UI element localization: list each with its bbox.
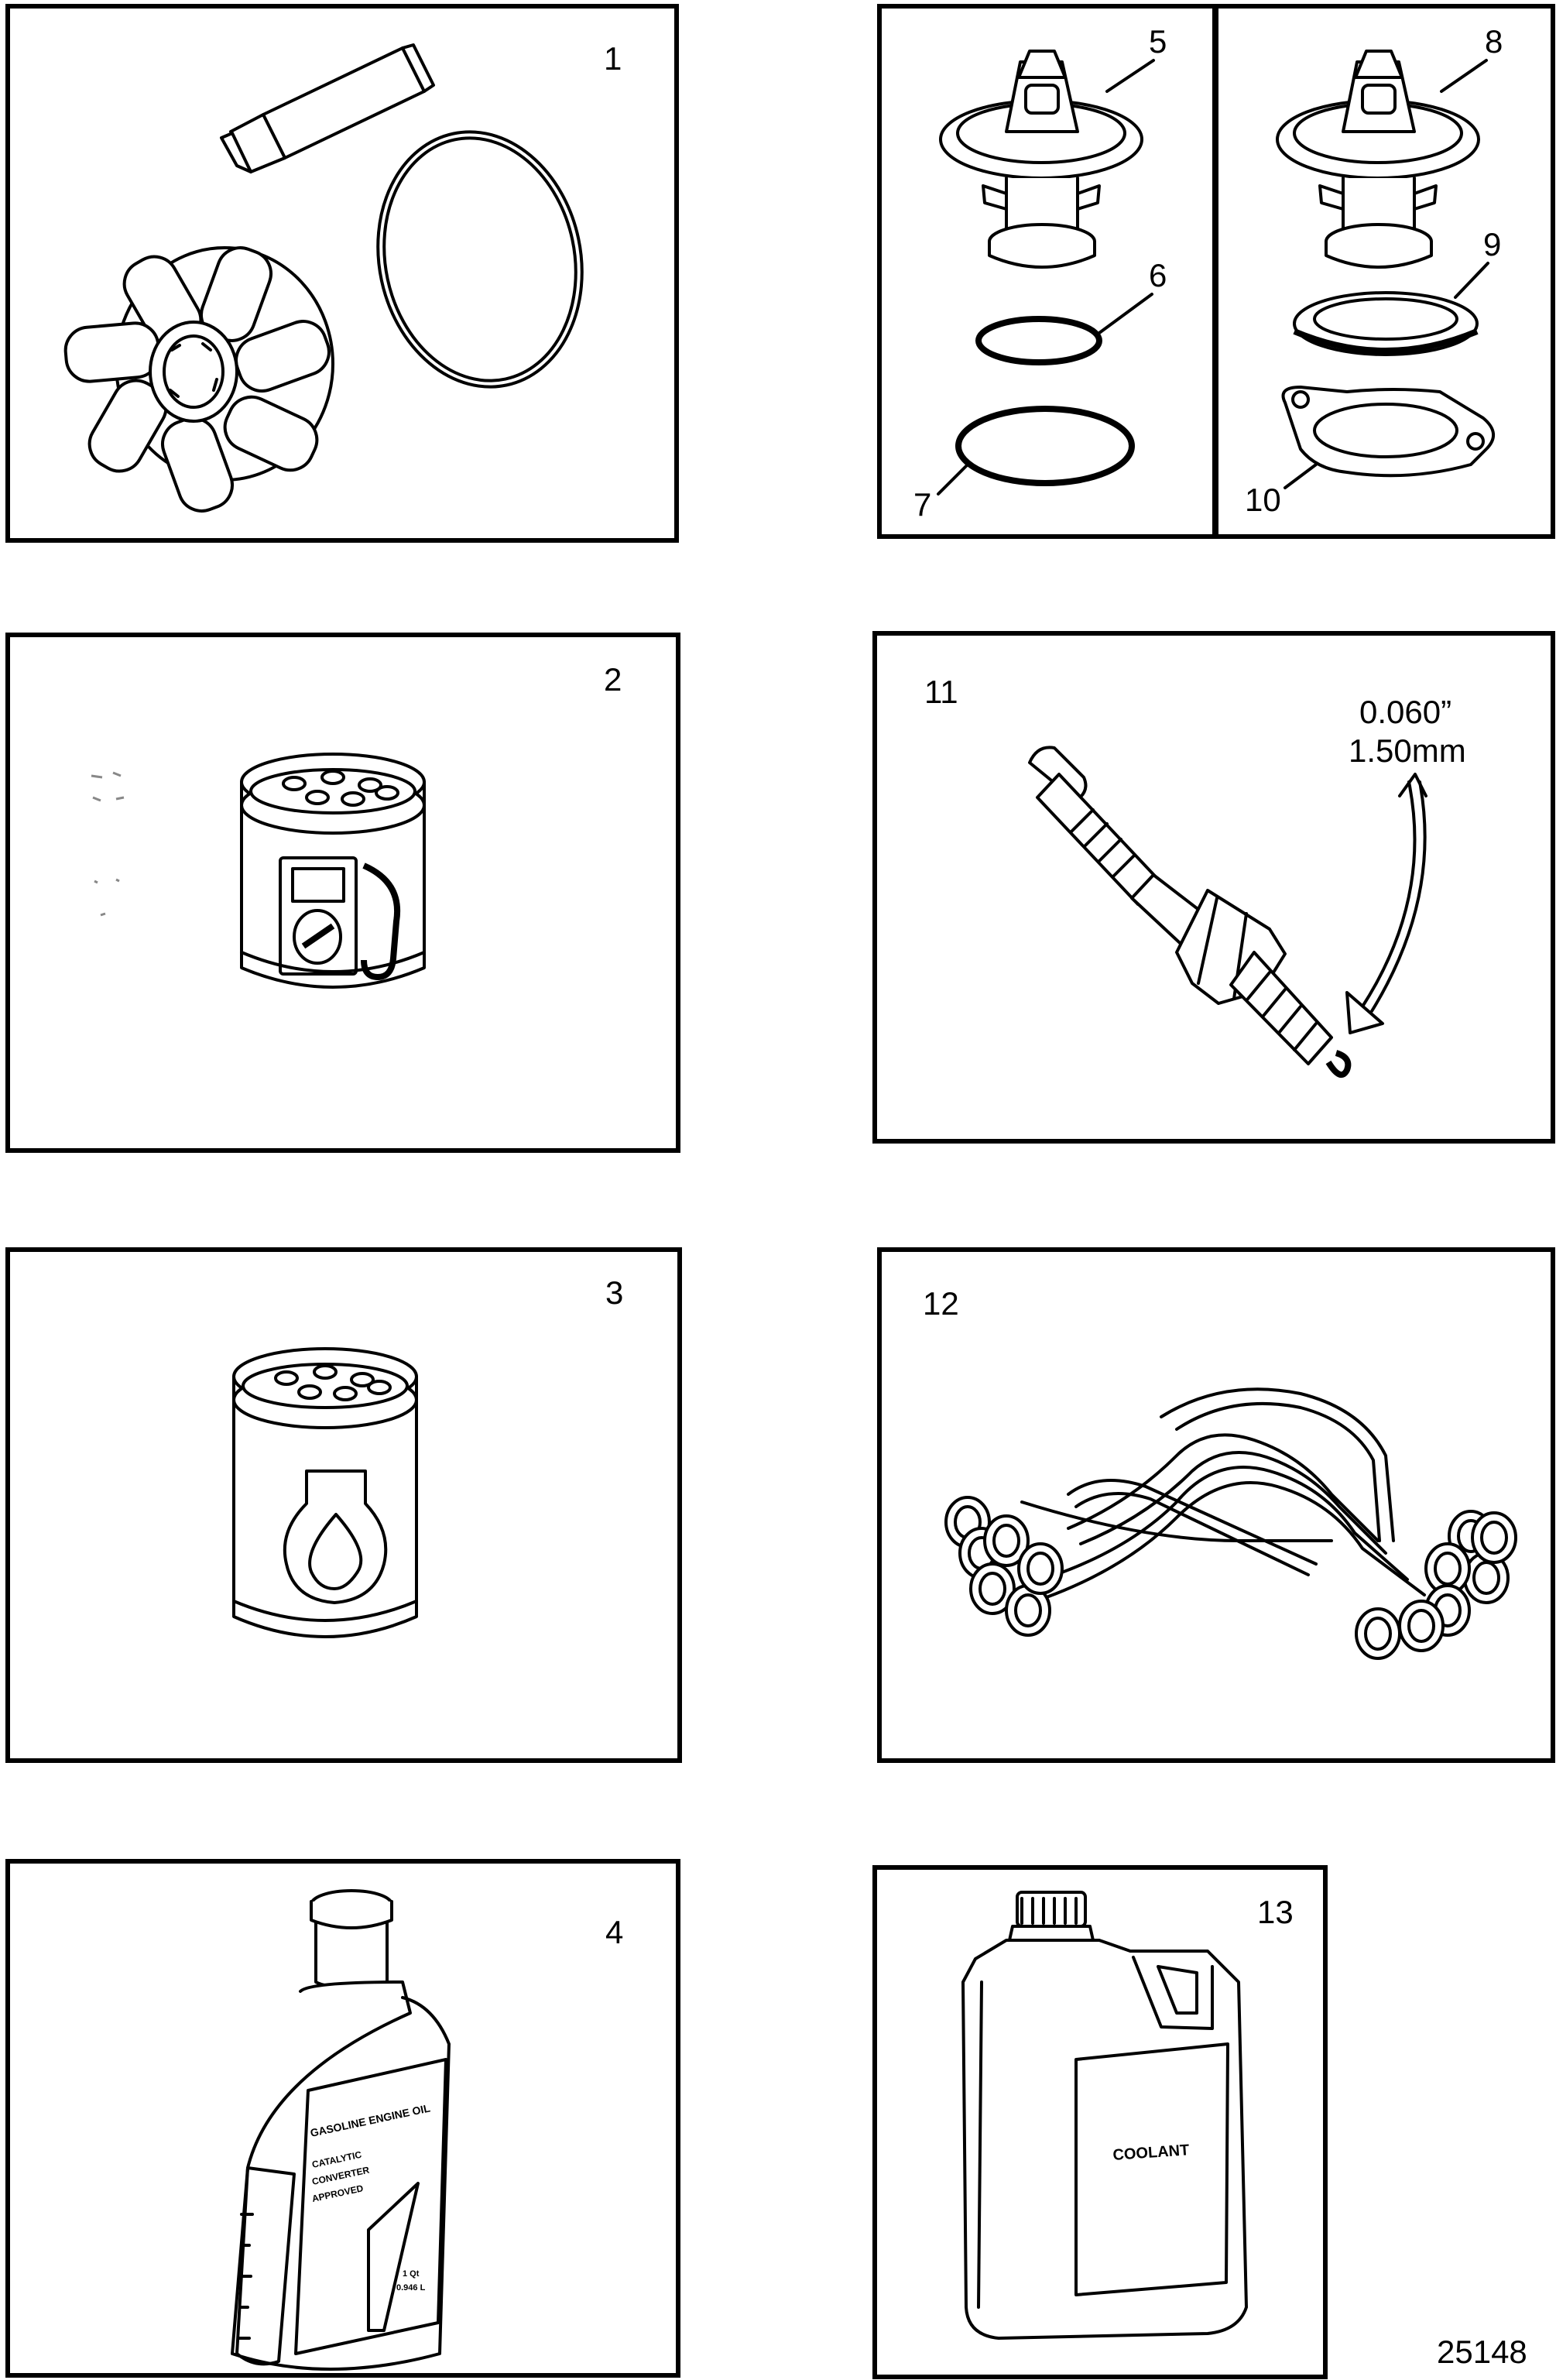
callout-7: 7 (913, 486, 931, 523)
thermostat-gasket-icon (1281, 386, 1495, 478)
thermostat-o-ring-large-icon (955, 406, 1135, 486)
coolant-jug-icon: COOLANT (961, 1891, 1248, 2340)
callout-1: 1 (604, 40, 622, 77)
callout-6: 6 (1149, 257, 1167, 293)
panel-4-engine-oil: 4 GASOLINE ENGINE OIL CATALYTIC CONVERTE… (5, 1859, 680, 2378)
spark-plug-boot-right-icon (1355, 1510, 1517, 1660)
ignition-wire-set-icon (1005, 1387, 1426, 1612)
panel-thermostat-kits: 5 6 7 8 9 (877, 4, 1555, 539)
oil-drop-icon (283, 1469, 388, 1604)
panel-1-impeller-kit: 1 (5, 4, 679, 543)
panel-13-coolant: 13 COOLANT (872, 1865, 1328, 2379)
oil-filter-icon (232, 1347, 418, 1638)
o-ring-icon (376, 130, 584, 389)
callout-5: 5 (1149, 23, 1167, 60)
panel-2-fuel-filter: 2 (5, 633, 680, 1153)
panel-3-oil-filter: 3 (5, 1247, 682, 1763)
faint-mark (91, 771, 125, 917)
thermostat-seal-ring-small-icon (975, 316, 1102, 365)
panel-12-ignition-wires: 12 (877, 1247, 1555, 1763)
impeller-icon (63, 246, 334, 513)
spark-plug-boot-left-icon (944, 1496, 1064, 1637)
gap-arrow-icon (1345, 773, 1427, 1034)
oil-bottle-icon: GASOLINE ENGINE OIL CATALYTIC CONVERTER … (231, 1889, 451, 2371)
thermostat-seal-icon (1293, 291, 1479, 356)
callout-4: 4 (605, 1914, 623, 1950)
panel-12-frame (877, 1247, 1555, 1763)
lubricant-tube-icon (220, 43, 435, 173)
fuel-pump-icon (279, 856, 401, 981)
callout-10: 10 (1245, 482, 1281, 518)
callout-8: 8 (1485, 23, 1503, 60)
callout-3: 3 (605, 1274, 623, 1311)
oil-bottle-volume-qt: 1 Qt (403, 2269, 420, 2279)
spark-gap-mm: 1.50mm (1349, 732, 1466, 769)
panel-11-frame (872, 631, 1555, 1144)
callout-9: 9 (1483, 226, 1501, 262)
callout-2: 2 (604, 661, 622, 698)
panel-11-spark-plug: 11 0.060” 1.50mm (872, 631, 1555, 1144)
callout-12: 12 (923, 1285, 959, 1322)
thermostat-alt-icon (1276, 50, 1480, 269)
spark-plug-icon (1028, 746, 1352, 1079)
fuel-filter-icon (240, 753, 426, 989)
callout-13: 13 (1257, 1894, 1294, 1930)
figure-id: 25148 (1437, 2334, 1527, 2370)
callout-11: 11 (924, 674, 958, 710)
thermostat-icon (939, 50, 1143, 269)
oil-bottle-volume-l: 0.946 L (396, 2283, 426, 2293)
spark-gap-inch: 0.060” (1359, 694, 1451, 730)
